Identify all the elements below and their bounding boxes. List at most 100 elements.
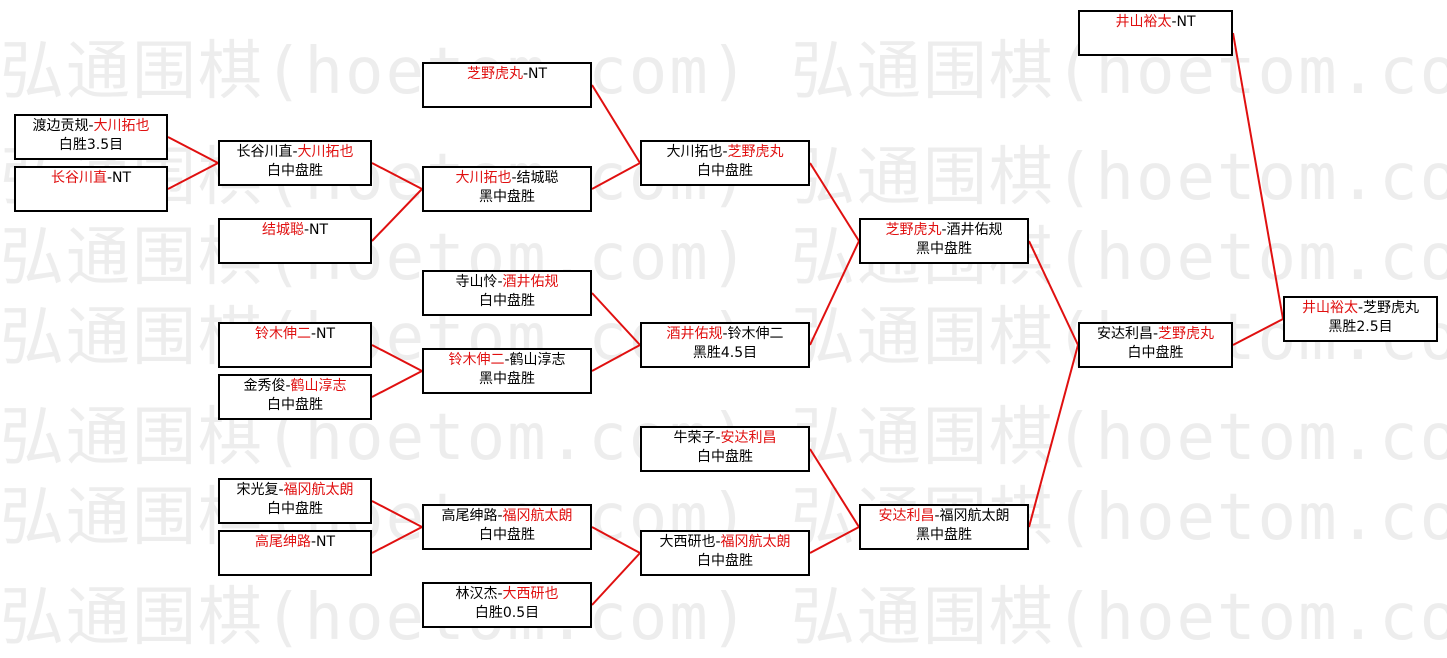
player-name: -NT — [303, 222, 329, 238]
winner-name: 芝野虎丸 — [1158, 326, 1215, 342]
winner-name: 大川拓也 — [455, 170, 512, 186]
winner-name: 福冈航太朗 — [502, 508, 573, 524]
match-box: 宋光复-福冈航太朗白中盘胜 — [218, 478, 372, 524]
connector-line — [591, 552, 641, 606]
match-players: 宋光复-福冈航太朗 — [220, 481, 370, 500]
winner-name: 福冈航太朗 — [283, 482, 354, 498]
match-box: 安达利昌-芝野虎丸白中盘胜 — [1078, 322, 1233, 368]
match-players: 金秀俊-鹤山淳志 — [220, 377, 370, 396]
player-name: 长谷川直- — [236, 144, 298, 160]
winner-name: 大西研也 — [502, 586, 559, 602]
winner-name: 铃木伸二 — [448, 352, 505, 368]
match-players: 渡边贡规-大川拓也 — [16, 117, 166, 136]
connector-line — [591, 84, 641, 164]
match-box: 安达利昌-福冈航太朗黑中盘胜 — [859, 504, 1029, 550]
connector-line — [591, 292, 641, 346]
connector-line — [809, 240, 860, 346]
match-result: 白中盘胜 — [697, 449, 753, 465]
match-players: 林汉杰-大西研也 — [424, 585, 590, 604]
match-players: 酒井佑规-铃木伸二 — [642, 325, 808, 344]
player-name: -NT — [310, 534, 336, 550]
match-players: 结城聪-NT — [220, 221, 370, 240]
connector-line — [371, 526, 423, 554]
match-box: 高尾绅路-NT — [218, 530, 372, 576]
connector-line — [809, 448, 860, 528]
winner-name: 芝野虎丸 — [466, 66, 523, 82]
player-name: -酒井佑规 — [941, 222, 1003, 238]
match-players: 芝野虎丸-NT — [424, 65, 590, 84]
connector-line — [371, 188, 423, 242]
connector-line — [167, 162, 219, 190]
match-box: 长谷川直-大川拓也白中盘胜 — [218, 140, 372, 186]
winner-name: 结城聪 — [261, 222, 304, 238]
player-name: -NT — [106, 170, 132, 186]
winner-name: 井山裕太 — [1301, 300, 1358, 316]
winner-name: 铃木伸二 — [254, 326, 311, 342]
match-players: 井山裕太-NT — [1080, 13, 1231, 32]
match-players: 井山裕太-芝野虎丸 — [1285, 299, 1436, 318]
match-players: 高尾绅路-NT — [220, 533, 370, 552]
match-players: 安达利昌-芝野虎丸 — [1080, 325, 1231, 344]
match-result: 白胜0.5目 — [474, 605, 540, 621]
match-box: 林汉杰-大西研也白胜0.5目 — [422, 582, 592, 628]
winner-name: 酒井佑规 — [502, 274, 559, 290]
connector-line — [371, 500, 423, 528]
match-box: 金秀俊-鹤山淳志白中盘胜 — [218, 374, 372, 420]
match-box: 牛荣子-安达利昌白中盘胜 — [640, 426, 810, 472]
player-name: -鹤山淳志 — [504, 352, 566, 368]
match-players: 大西研也-福冈航太朗 — [642, 533, 808, 552]
player-name: -福冈航太朗 — [934, 508, 1010, 524]
match-players: 长谷川直-大川拓也 — [220, 143, 370, 162]
player-name: 大西研也- — [659, 534, 721, 550]
match-box: 井山裕太-NT — [1078, 10, 1233, 56]
winner-name: 鹤山淳志 — [290, 378, 347, 394]
player-name: 大川拓也- — [666, 144, 728, 160]
match-players: 铃木伸二-鹤山淳志 — [424, 351, 590, 370]
player-name: 安达利昌- — [1096, 326, 1159, 342]
match-result: 黑中盘胜 — [916, 527, 972, 543]
match-players: 寺山怜-酒井佑规 — [424, 273, 590, 292]
connector-line — [1232, 32, 1284, 320]
match-result: 白中盘胜 — [1127, 345, 1184, 361]
match-result: 白中盘胜 — [267, 163, 323, 179]
bracket-connector-lines — [167, 32, 1284, 606]
winner-name: 芝野虎丸 — [885, 222, 942, 238]
connector-line — [371, 162, 423, 190]
winner-name: 大川拓也 — [297, 144, 354, 160]
match-box: 高尾绅路-福冈航太朗白中盘胜 — [422, 504, 592, 550]
connector-line — [1232, 318, 1284, 346]
winner-name: 大川拓也 — [93, 118, 150, 134]
match-players: 大川拓也-结城聪 — [424, 169, 590, 188]
player-name: -铃木伸二 — [722, 326, 784, 342]
match-result: 黑中盘胜 — [916, 241, 972, 257]
winner-name: 酒井佑规 — [666, 326, 723, 342]
match-result: 黑胜2.5目 — [1328, 319, 1393, 335]
player-name: 寺山怜- — [455, 274, 503, 290]
player-name: 牛荣子- — [673, 430, 721, 446]
player-name: -NT — [310, 326, 336, 342]
match-result: 白中盘胜 — [479, 527, 535, 543]
winner-name: 芝野虎丸 — [727, 144, 784, 160]
match-box: 长谷川直-NT — [14, 166, 168, 212]
match-box: 井山裕太-芝野虎丸黑胜2.5目 — [1283, 296, 1438, 342]
connector-line — [371, 370, 423, 398]
connector-line — [1028, 240, 1079, 346]
connector-line — [1028, 344, 1079, 528]
match-players: 铃木伸二-NT — [220, 325, 370, 344]
match-players: 长谷川直-NT — [16, 169, 166, 188]
winner-name: 福冈航太朗 — [720, 534, 791, 550]
match-result: 白胜3.5目 — [58, 137, 124, 153]
match-box: 铃木伸二-鹤山淳志黑中盘胜 — [422, 348, 592, 394]
winner-name: 井山裕太 — [1115, 14, 1172, 30]
match-players: 芝野虎丸-酒井佑规 — [861, 221, 1027, 240]
player-name: -结城聪 — [511, 170, 559, 186]
match-result: 白中盘胜 — [267, 397, 323, 413]
match-box: 大西研也-福冈航太朗白中盘胜 — [640, 530, 810, 576]
match-box: 结城聪-NT — [218, 218, 372, 264]
match-players: 安达利昌-福冈航太朗 — [861, 507, 1027, 526]
match-result: 黑胜4.5目 — [692, 345, 758, 361]
winner-name: 高尾绅路 — [254, 534, 311, 550]
match-result: 白中盘胜 — [697, 553, 753, 569]
connector-line — [809, 162, 860, 242]
connector-line — [591, 344, 641, 372]
